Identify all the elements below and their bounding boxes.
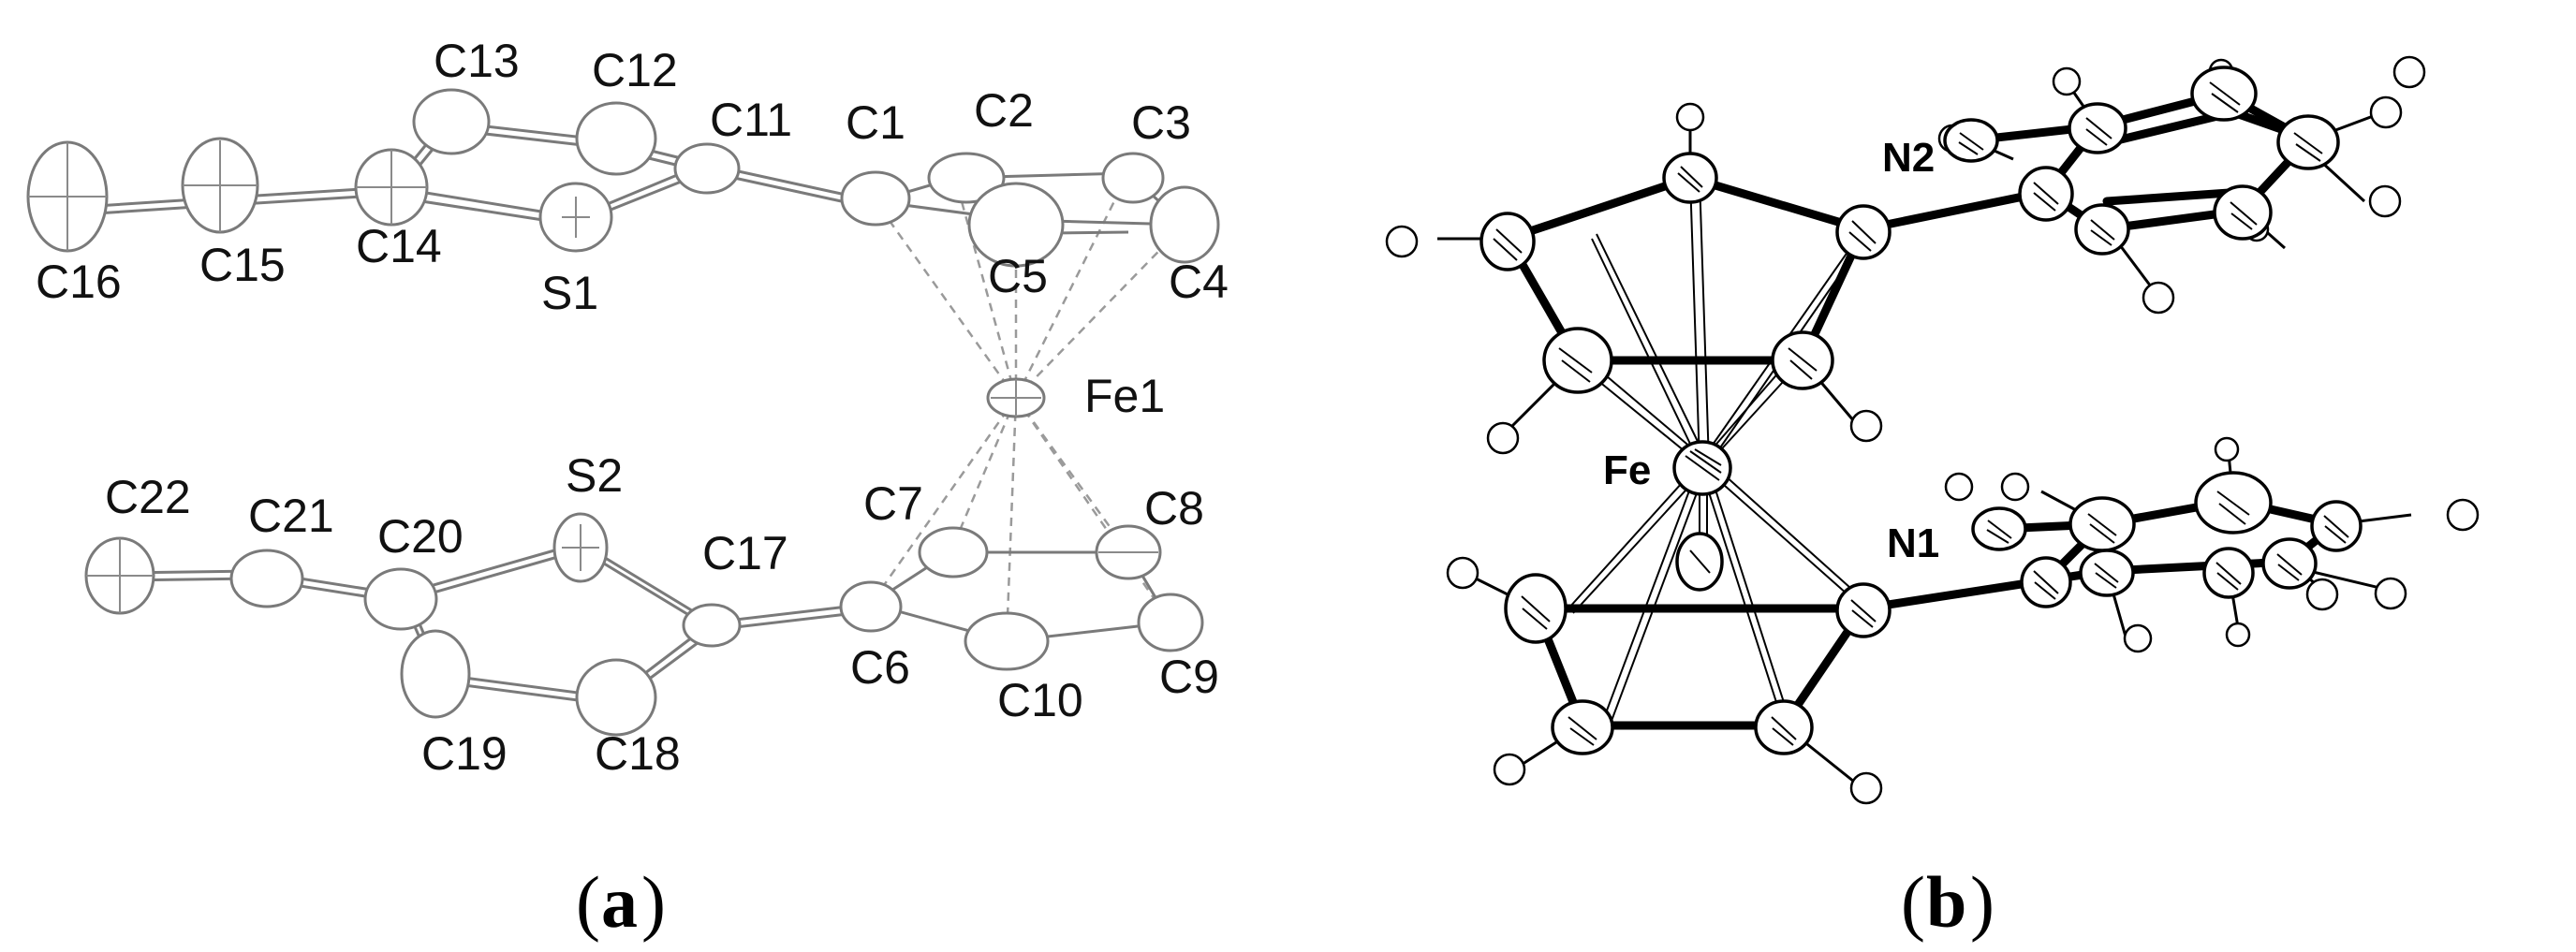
panel-b-caption: ( b ) — [1901, 861, 1995, 943]
atom-c7-ellipsoid — [918, 526, 989, 579]
panel-a-caption: ( a ) — [576, 861, 666, 943]
label-c20: C20 — [377, 510, 464, 563]
atom-c1-ellipsoid — [840, 170, 911, 227]
panel-b-hydrogen-atoms — [1385, 55, 2480, 805]
atom-c6-ellipsoid — [839, 580, 903, 633]
svg-text:): ) — [1970, 861, 1995, 943]
panel-b-ellipsoids — [1479, 66, 2363, 755]
label-c10: C10 — [997, 674, 1083, 726]
panel-a-atom-labels: C16 C15 C14 C13 C12 S1 C11 C1 C2 C3 C5 C… — [36, 35, 1229, 780]
panel-a-ellipsoids — [26, 88, 1220, 737]
atom-c10-ellipsoid — [964, 611, 1050, 671]
atom-c12-ellipsoid — [575, 101, 657, 176]
label-c1: C1 — [846, 96, 905, 149]
panel-b-ellipsoid-hatching — [1493, 81, 2349, 746]
atom-c3-ellipsoid — [1101, 152, 1165, 204]
panel-b-bonds — [1501, 89, 2347, 730]
label-c8: C8 — [1144, 482, 1204, 535]
label-c22: C22 — [105, 471, 191, 523]
svg-text:(: ( — [1901, 861, 1925, 943]
label-c19: C19 — [421, 727, 508, 780]
label-s1: S1 — [541, 267, 598, 319]
panel-a-caption-letter: a — [601, 861, 638, 943]
label-c3: C3 — [1131, 96, 1191, 149]
panel-a-ortep-drawing: C16 C15 C14 C13 C12 S1 C11 C1 C2 C3 C5 C… — [26, 35, 1229, 780]
label-c16: C16 — [36, 256, 122, 308]
atom-c11-ellipsoid — [673, 142, 741, 195]
fe1-ring-dashed-contacts — [869, 172, 1185, 642]
label-s2: S2 — [566, 449, 623, 502]
label-c9: C9 — [1159, 651, 1219, 703]
panel-a-ellipsoid-axes — [28, 140, 1158, 613]
label-c11: C11 — [710, 94, 792, 146]
atom-c17-ellipsoid — [682, 603, 742, 648]
label-c12: C12 — [592, 44, 678, 96]
label-c4: C4 — [1169, 256, 1229, 308]
label-c17: C17 — [702, 527, 788, 579]
panel-b-caption-letter: b — [1926, 861, 1966, 943]
label-c5: C5 — [988, 250, 1048, 302]
panel-b-atom-labels: Fe N2 N1 — [1603, 135, 1939, 566]
label-fe: Fe — [1603, 447, 1651, 493]
label-c13: C13 — [434, 35, 520, 87]
atom-c5-ellipsoid — [967, 182, 1065, 268]
label-c21: C21 — [248, 490, 334, 542]
atom-c18-ellipsoid — [575, 658, 657, 737]
atom-c20-ellipsoid — [363, 567, 438, 631]
atom-c2-ellipsoid — [927, 152, 1006, 204]
label-c7: C7 — [863, 477, 923, 530]
svg-text:(: ( — [576, 861, 600, 943]
svg-text:): ) — [641, 861, 666, 943]
atom-c13-ellipsoid — [412, 88, 491, 155]
panel-b-ortep-drawing: Fe N2 N1 — [1385, 55, 2480, 805]
label-c15: C15 — [199, 239, 286, 291]
label-c6: C6 — [850, 641, 910, 694]
atom-c19-ellipsoid — [400, 629, 471, 719]
label-fe1: Fe1 — [1084, 370, 1165, 422]
label-n2: N2 — [1882, 135, 1935, 181]
atom-c4-ellipsoid — [1149, 185, 1220, 264]
label-n1: N1 — [1887, 520, 1939, 566]
atom-c21-ellipsoid — [229, 549, 304, 608]
label-c18: C18 — [595, 727, 681, 780]
atom-c9-ellipsoid — [1137, 593, 1204, 652]
label-c14: C14 — [356, 220, 442, 272]
label-c2: C2 — [974, 84, 1034, 137]
